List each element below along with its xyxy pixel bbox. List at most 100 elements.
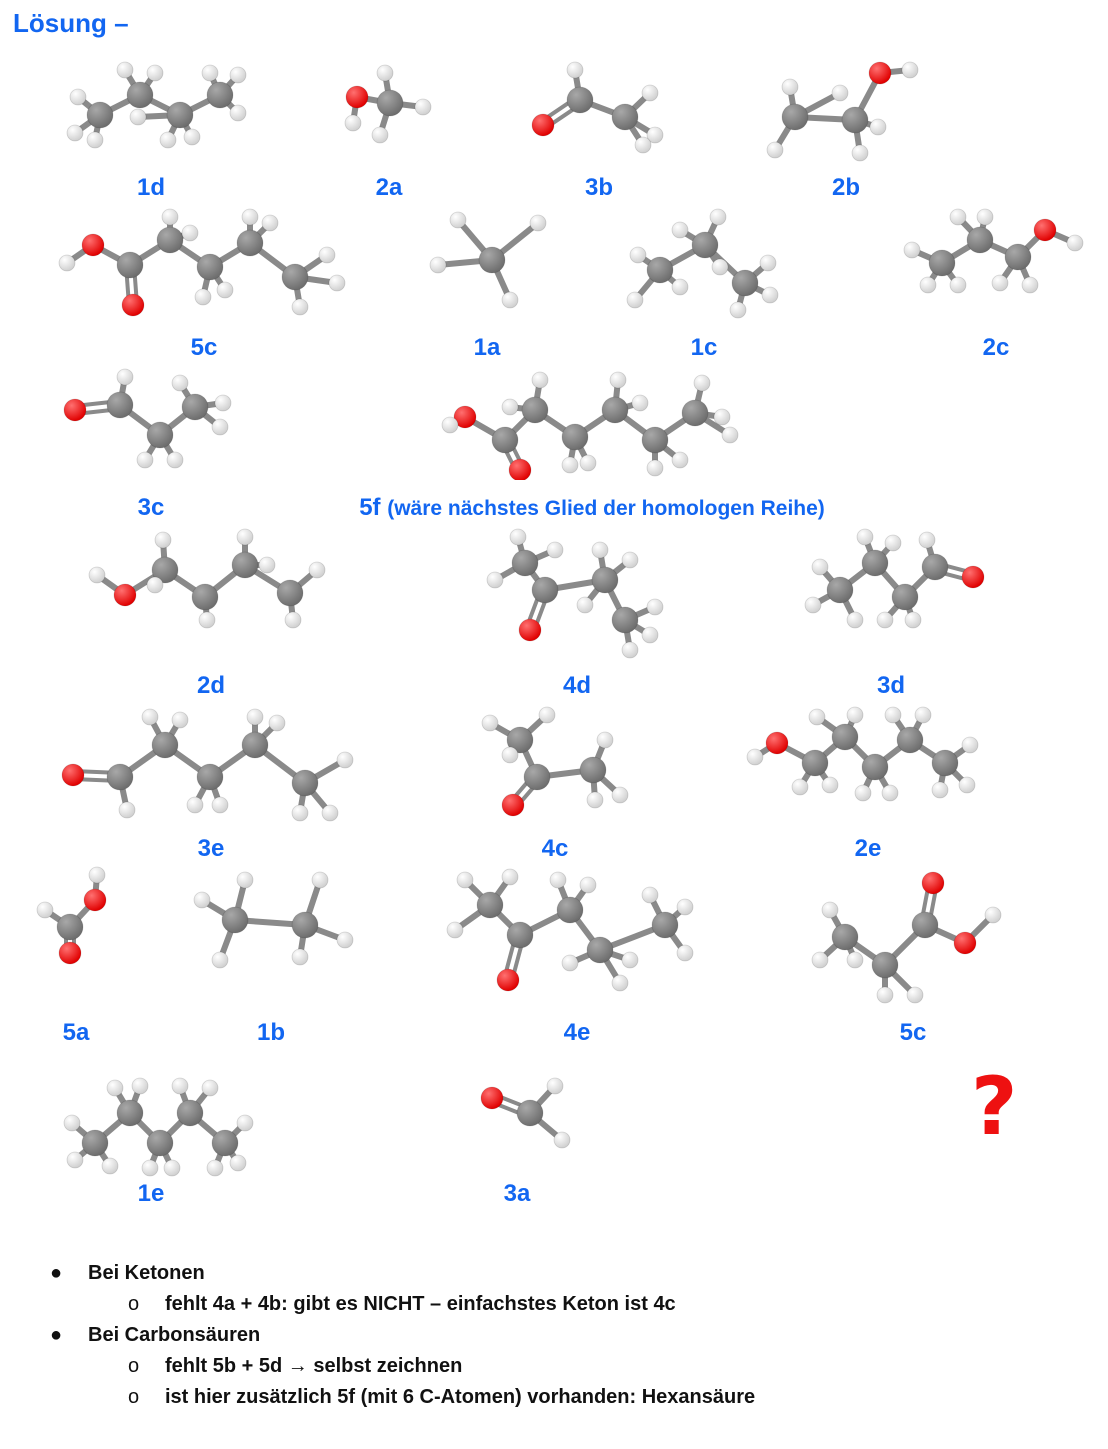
carbon-atom [176, 1099, 204, 1127]
oxygen-atom [1033, 218, 1057, 242]
hydrogen-atom [566, 61, 584, 79]
note-ketones-text: Bei Ketonen [88, 1262, 205, 1284]
hydrogen-atom [206, 1159, 224, 1177]
label-1b: 1b [256, 1019, 286, 1046]
hydrogen-atom [481, 714, 499, 732]
hydrogen-atom [579, 454, 597, 472]
carbon-atom [579, 756, 607, 784]
molecule-2b [766, 61, 919, 162]
carbon-atom [291, 769, 319, 797]
hydrogen-atom [646, 598, 664, 616]
hydrogen-atom [629, 246, 647, 264]
carbon-atom [523, 763, 551, 791]
carbon-atom [81, 1129, 109, 1157]
carbon-atom [896, 726, 924, 754]
hydrogen-atom [851, 144, 869, 162]
hydrogen-atom [579, 876, 597, 894]
hydrogen-atom [58, 254, 76, 272]
carbon-atom [166, 101, 194, 129]
carbon-atom [928, 249, 956, 277]
carbon-atom [731, 269, 759, 297]
label-1a: 1a [473, 334, 501, 361]
hydrogen-atom [198, 611, 216, 629]
oxygen-atom [953, 931, 977, 955]
label-5f: 5f (wäre nächstes Glied der homologen Re… [359, 494, 825, 522]
hydrogen-atom [171, 711, 189, 729]
hydrogen-atom [641, 886, 659, 904]
hydrogen-atom [211, 418, 229, 436]
hydrogen-atom [268, 714, 286, 732]
carbon-atom [476, 891, 504, 919]
hydrogen-atom [63, 1114, 81, 1132]
hydrogen-atom [634, 136, 652, 154]
hydrogen-atom [903, 241, 921, 259]
hydrogen-atom [919, 276, 937, 294]
oxygen-atom [81, 233, 105, 257]
label-3a: 3a [503, 1180, 531, 1207]
hydrogen-atom [811, 951, 829, 969]
molecule-3b [531, 61, 664, 154]
hydrogen-atom [609, 371, 627, 389]
carbon-atom [191, 583, 219, 611]
hydrogen-atom [376, 64, 394, 82]
hydrogen-atom [258, 556, 276, 574]
oxygen-atom [61, 763, 85, 787]
hydrogen-atom [671, 451, 689, 469]
hydrogen-atom [546, 541, 564, 559]
hydrogen-atom [549, 871, 567, 889]
carbon-atom [221, 906, 249, 934]
carbon-atom [911, 911, 939, 939]
carbon-atom [491, 426, 519, 454]
hydrogen-atom [211, 796, 229, 814]
hydrogen-atom [611, 974, 629, 992]
hydrogen-atom [449, 211, 467, 229]
hydrogen-atom [101, 1157, 119, 1175]
hydrogen-atom [676, 944, 694, 962]
carbon-atom [106, 763, 134, 791]
hydrogen-atom [201, 1079, 219, 1097]
molecule-5c-first [58, 208, 346, 317]
label-1d: 1d [136, 174, 166, 201]
molecule-3d [804, 528, 985, 629]
carbon-atom [511, 549, 539, 577]
hydrogen-atom [759, 254, 777, 272]
hydrogen-atom [446, 921, 464, 939]
hydrogen-atom [808, 708, 826, 726]
hydrogen-atom [621, 641, 639, 659]
hydrogen-atom [729, 301, 747, 319]
hydrogen-atom [311, 871, 329, 889]
hydrogen-atom [591, 541, 609, 559]
hydrogen-atom [501, 398, 519, 416]
hydrogen-atom [336, 931, 354, 949]
hydrogen-atom [546, 1077, 564, 1095]
molecule-3a [480, 1077, 571, 1149]
carbon-atom [591, 566, 619, 594]
carbon-atom [151, 556, 179, 584]
hydrogen-atom [236, 871, 254, 889]
oxygen-atom [518, 618, 542, 642]
hydrogen-atom [414, 98, 432, 116]
hydrogen-atom [611, 786, 629, 804]
hydrogen-atom [136, 451, 154, 469]
label-3d: 3d [876, 672, 906, 699]
hydrogen-atom [671, 278, 689, 296]
carbon-atom [781, 103, 809, 131]
hydrogen-atom [746, 748, 764, 766]
carbon-atom [891, 583, 919, 611]
molecule-1d [66, 61, 247, 149]
hydrogen-atom [116, 61, 134, 79]
carbon-atom [681, 399, 709, 427]
carbon-atom [56, 913, 84, 941]
carbon-atom [116, 251, 144, 279]
carbon-atom [506, 921, 534, 949]
hydrogen-atom [561, 954, 579, 972]
carbon-atom [801, 749, 829, 777]
molecule-2d [88, 528, 326, 629]
carbon-atom [211, 1129, 239, 1157]
hydrogen-atom [949, 208, 967, 226]
carbon-atom [506, 726, 534, 754]
bullet-icon: ● [50, 1262, 63, 1284]
hydrogen-atom [876, 986, 894, 1004]
hydrogen-atom [821, 901, 839, 919]
molecule-1b [193, 871, 354, 969]
